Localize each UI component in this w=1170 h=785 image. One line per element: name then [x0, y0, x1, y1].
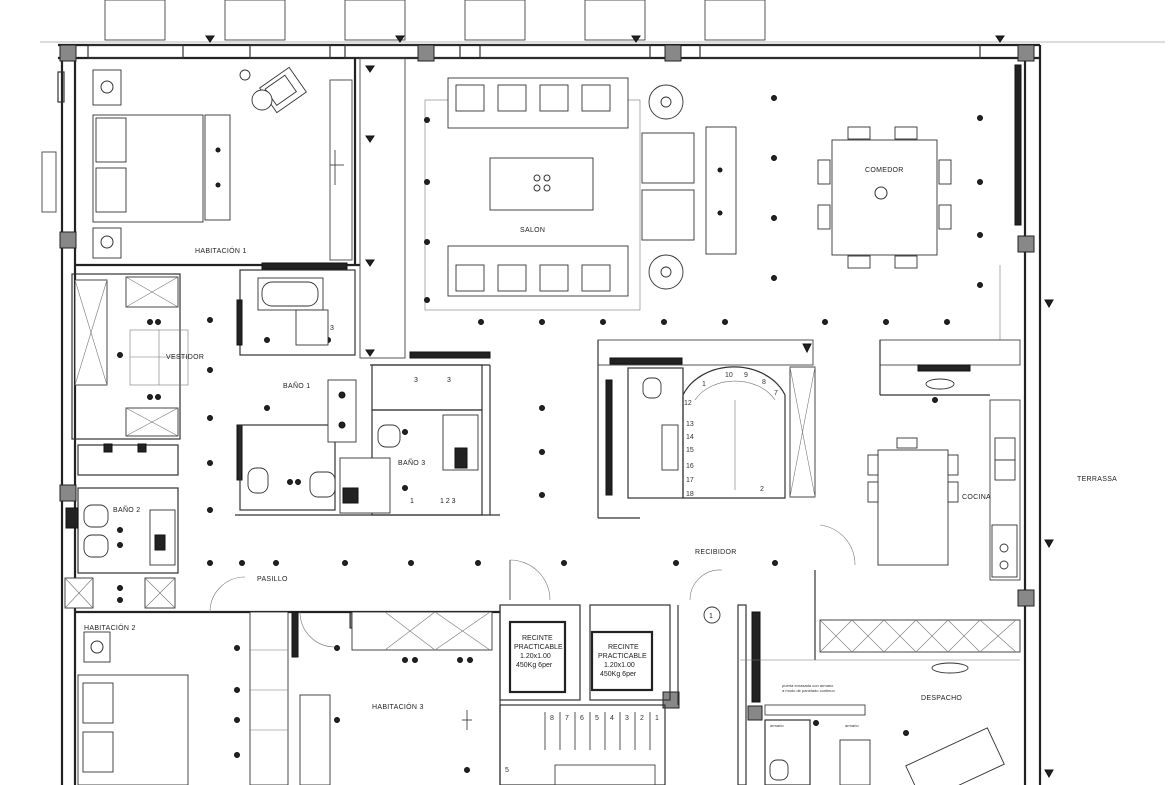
bottom-stairs: 8 7 6 5 4 3 2 1 5 [499, 704, 666, 785]
spiral-14: 14 [686, 434, 694, 441]
stair-side-5: 5 [505, 767, 509, 774]
spiral-8: 8 [762, 379, 766, 386]
window-markers [205, 35, 1054, 779]
tag-3c: 3 [447, 377, 451, 384]
spiral-13: 13 [686, 421, 694, 428]
vestidor-label: VESTIDOR [166, 354, 204, 361]
spiral-10: 10 [725, 372, 733, 379]
spiral-16: 16 [686, 463, 694, 470]
top-windows [40, 0, 1165, 43]
stair-bottom-1: 1 [655, 715, 659, 722]
salon-label: SALON [520, 227, 545, 234]
cocina-label: COCINA [962, 494, 991, 501]
spiral-17: 17 [686, 477, 694, 484]
lifts: RECINTE PRACTICABLE 1.20x1.00 450Kg 6per… [499, 559, 671, 701]
vestidor-area: VESTIDOR [71, 273, 204, 440]
exterior-walls [58, 43, 1042, 785]
tag-1: 1 [410, 498, 414, 505]
note-line1: puerta enrasada con armario [782, 683, 834, 688]
stair-bottom-6: 6 [580, 715, 584, 722]
stair-bottom-5: 5 [595, 715, 599, 722]
comedor-area: COMEDOR [817, 126, 952, 269]
lift-right-line2: PRACTICABLE [598, 653, 647, 660]
stair-bottom-4: 4 [610, 715, 614, 722]
lift-right-line3: 1.20x1.00 [604, 662, 635, 669]
bano2-label: BAÑO 2 [113, 505, 140, 514]
lift-left-line1: RECINTE [522, 635, 553, 642]
lift-right-line1: RECINTE [608, 644, 639, 651]
terrassa-label: TERRASSA [1077, 476, 1117, 483]
cocina-area: COCINA TERRASSA [819, 339, 1117, 653]
stair-bottom-8: 8 [550, 715, 554, 722]
pasillo-label: PASILLO [257, 576, 288, 583]
habitacion2-area: HABITACIÓN 2 [77, 623, 189, 785]
stair-bottom-3: 3 [625, 715, 629, 722]
despacho-label: DESPACHO [921, 695, 962, 702]
bano1-label: BAÑO 1 [283, 381, 310, 390]
tag-3a: 3 [330, 325, 334, 332]
note-line2: a modo de panelado continuo [782, 688, 835, 693]
interior-walls [235, 265, 1020, 785]
bano1-area: BAÑO 1 3 [236, 269, 357, 511]
despacho-area: DESPACHO puerta enrasada con armario a m… [737, 604, 1005, 785]
habitacion3-area: HABITACIÓN 3 [249, 611, 493, 785]
tag-3b: 3 [414, 377, 418, 384]
spiral-18: 18 [686, 491, 694, 498]
marker-1: 1 [709, 613, 713, 620]
armario-a-label: armario [770, 723, 784, 728]
habitacion3-label: HABITACIÓN 3 [372, 702, 424, 711]
bano3-area: BAÑO 3 3 3 1 1 2 3 [339, 351, 491, 516]
spiral-12: 12 [684, 400, 692, 407]
habitacion1-area: HABITACIÓN 1 [75, 58, 360, 270]
spiral-9: 9 [744, 372, 748, 379]
spiral-2: 2 [760, 486, 764, 493]
lift-left-line3: 1.20x1.00 [520, 653, 551, 660]
bano3-label: BAÑO 3 [398, 458, 425, 467]
stair-bottom-2: 2 [640, 715, 644, 722]
lift-left-line2: PRACTICABLE [514, 644, 563, 651]
spiral-stair: 1 10 9 8 7 12 13 14 15 16 17 18 2 RECIBI… [597, 339, 856, 624]
comedor-label: COMEDOR [865, 167, 904, 174]
spiral-7: 7 [774, 390, 778, 397]
recibidor-label: RECIBIDOR [695, 549, 737, 556]
habitacion2-label: HABITACIÓN 2 [84, 623, 136, 632]
bano2-area: BAÑO 2 [64, 443, 179, 609]
lift-right-line4: 450Kg 6per [600, 671, 637, 678]
armario-b-label: armario [845, 723, 859, 728]
lift-left-line4: 450Kg 6per [516, 662, 553, 669]
spiral-1: 1 [702, 381, 706, 388]
salon-area: SALON [424, 77, 737, 311]
stair-bottom-7: 7 [565, 715, 569, 722]
habitacion1-label: HABITACIÓN 1 [195, 246, 247, 255]
tag-123: 1 2 3 [440, 498, 456, 505]
spiral-15: 15 [686, 447, 694, 454]
